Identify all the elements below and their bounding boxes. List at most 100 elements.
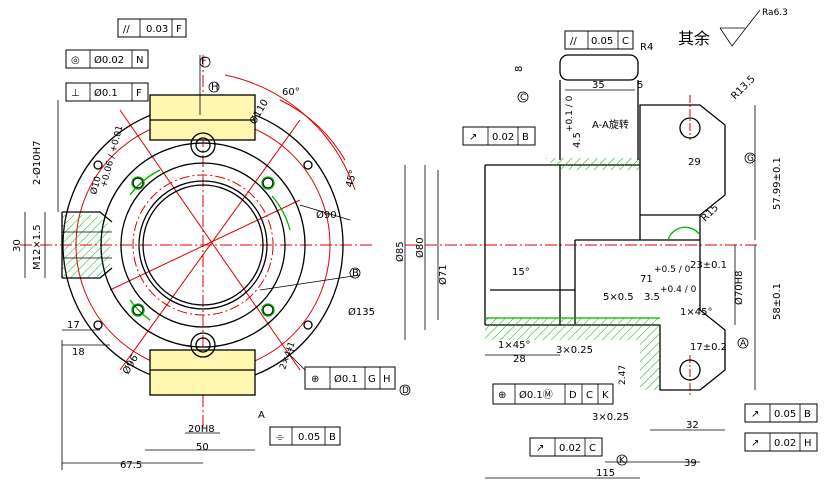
fcf-symbol: ↗ [469, 132, 477, 143]
dim-30: 30 [12, 239, 23, 252]
fcf-tolerance: 0.05 [298, 432, 320, 443]
dim-r15: R15 [699, 202, 721, 224]
fcf-symmetry: ⌯ 0.05 B [269, 426, 341, 446]
fcf-datum: F [176, 24, 182, 35]
fcf-tolerance: Ø0.02 [94, 54, 124, 66]
dim-71: Ø71 [437, 264, 449, 285]
dim-71-bore: 71 [640, 274, 653, 285]
fcf-perpendicularity: ⊥ Ø0.1 F [65, 82, 149, 102]
dim-57-99: 57.99±0.1 [772, 157, 783, 210]
fcf-position-right: ⊕ Ø0.1Ⓜ D C K [492, 383, 614, 405]
fcf-datum: G [368, 374, 376, 385]
roughness-value: Ra6.3 [762, 8, 788, 18]
dim-chamfer-a: 1×45° [680, 307, 712, 318]
dim-5x0-5: 5×0.5 [603, 292, 634, 303]
dim-39: 39 [684, 458, 697, 469]
fcf-symbol: ↗ [751, 409, 759, 420]
dim-3-5-tol: +0.4 / 0 [660, 285, 697, 295]
fcf-datum: C [589, 443, 596, 454]
fcf-symbol: ⊥ [71, 88, 80, 99]
dim-thread: M12×1.5 [32, 224, 43, 270]
dim-3x0-25-a: 3×0.25 [556, 345, 593, 356]
fcf-runout-3: ↗ 0.02 H [744, 432, 818, 452]
dim-71-tol: +0.5 / 0 [654, 265, 691, 275]
fcf-datum: H [383, 374, 391, 385]
fcf-symbol: ⊕ [498, 390, 506, 401]
dim-29: 29 [688, 157, 701, 168]
datum-f: F [201, 56, 207, 67]
dim-60deg: 60° [282, 87, 300, 98]
fcf-datum: B [522, 132, 529, 143]
fcf-symbol: ⊕ [311, 374, 319, 385]
fcf-datum: B [329, 432, 336, 443]
datum-k-label: K [619, 456, 626, 466]
fcf-runout-4: ↗ 0.02 C [529, 437, 603, 457]
fcf-position: ⊕ Ø0.1 G H [304, 366, 396, 390]
dim-28: 28 [513, 354, 526, 365]
fcf-symbol: ⌯ [276, 432, 284, 443]
datum-d-label: D [402, 386, 409, 396]
datum-g-label: G [747, 154, 754, 164]
fcf-tolerance: 0.02 [492, 132, 514, 143]
left-view: // 0.03 F ◎ Ø0.02 N ⊥ Ø0.1 F ⊕ Ø0.1 [12, 18, 396, 471]
fcf-tolerance: Ø0.1 [334, 373, 358, 385]
datum-h: H [211, 82, 219, 93]
section-label: A-A旋转 [592, 118, 629, 131]
fcf-parallelism-top: // 0.03 F [117, 18, 187, 38]
dim-50: 50 [196, 442, 209, 453]
fcf-tolerance: 0.03 [146, 24, 168, 35]
dim-115: 115 [596, 468, 615, 479]
dim-67-5: 67.5 [120, 460, 142, 471]
fcf-datum: K [602, 390, 609, 401]
fcf-symbol: // [570, 36, 577, 47]
dim-3x0-25-b: 3×0.25 [592, 412, 629, 423]
fcf-datum: C [586, 390, 593, 401]
right-view: 其余 Ra6.3 A-A旋转 // 0.05 C ↗ 0.02 B [394, 8, 818, 479]
fcf-runout-1: ↗ 0.02 B [462, 126, 536, 146]
fcf-datum: N [136, 55, 143, 66]
datum-b: B [352, 268, 359, 279]
dim-80: Ø80 [414, 237, 426, 258]
dim-70h8: Ø70H8 [733, 271, 745, 305]
dim-small-hole-tol: +0.06 / +0.01 [99, 124, 125, 188]
fcf-datum: D [569, 390, 577, 401]
fcf-symbol: ↗ [751, 438, 759, 449]
section-a: A [258, 410, 265, 421]
fcf-datum: F [136, 88, 142, 99]
fcf-runout-2: ↗ 0.05 B [744, 403, 818, 423]
dim-3-5: 3.5 [644, 292, 660, 303]
dim-8: 8 [514, 66, 525, 72]
dim-holes: 2-Ø10H7 [31, 141, 43, 185]
dim-18: 18 [72, 347, 85, 358]
dim-20h8: 20H8 [188, 424, 215, 435]
fcf-symbol: // [123, 24, 130, 35]
dim-r13-5: R13.5 [729, 74, 757, 102]
fcf-tolerance: 0.05 [591, 36, 613, 47]
dim-15deg: 15° [512, 267, 530, 278]
fcf-tolerance: 0.05 [774, 409, 796, 420]
fcf-tolerance: 0.02 [559, 443, 581, 454]
note-text: 其余 [678, 29, 710, 48]
dim-90: Ø90 [316, 209, 337, 221]
fcf-symbol: ↗ [536, 443, 544, 454]
fcf-tolerance: 0.02 [774, 438, 796, 449]
dim-45deg: 45° [344, 169, 359, 189]
fcf-tolerance: Ø0.1 [94, 87, 118, 99]
dim-small-hole: Ø10 [88, 175, 103, 196]
dim-r4: R4 [640, 42, 653, 53]
fcf-parallelism: // 0.05 C [564, 30, 634, 50]
dim-17: 17±0.2 [690, 342, 727, 353]
dim-2-47: 2.47 [618, 365, 628, 385]
dim-5: 5 [637, 80, 643, 91]
fcf-datum: C [622, 36, 629, 47]
dim-58: 58±0.1 [772, 283, 783, 320]
dim-4-5: 4.5 [572, 132, 583, 148]
dim-32: 32 [686, 420, 699, 431]
dim-85: Ø85 [394, 241, 406, 262]
dim-23: 23±0.1 [690, 260, 727, 271]
dim-135: Ø135 [348, 306, 375, 318]
dim-4-5-tol: +0.1 / 0 [565, 95, 575, 132]
fcf-datum: H [804, 438, 812, 449]
